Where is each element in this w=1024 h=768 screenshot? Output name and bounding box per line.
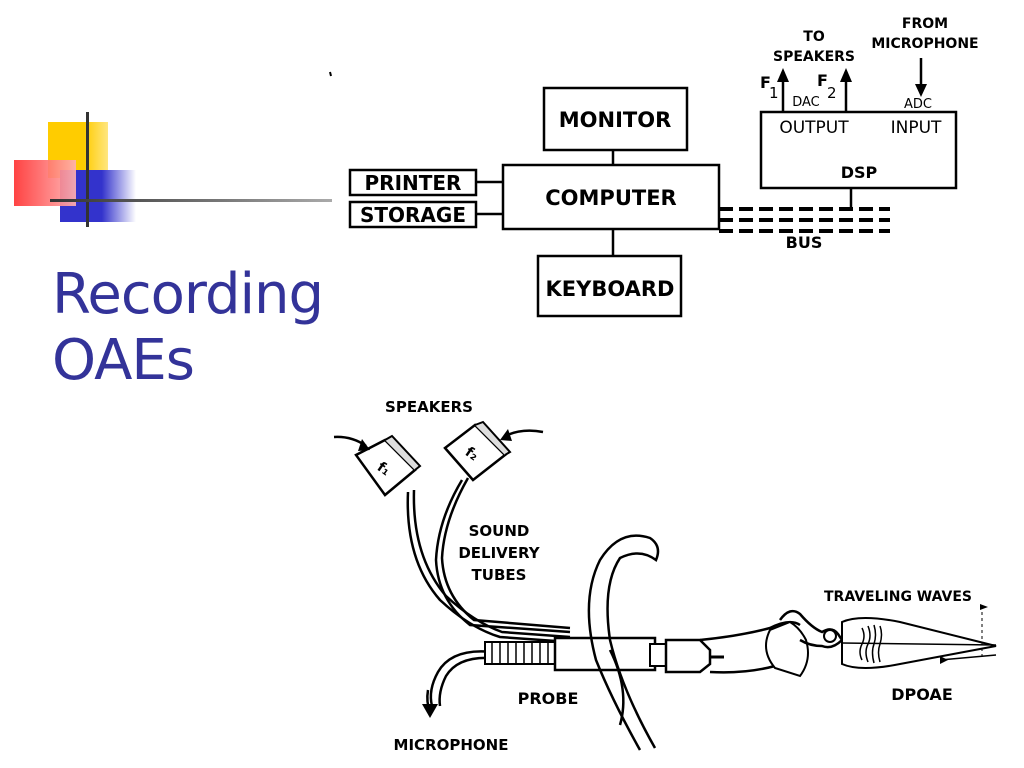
storage-label: STORAGE bbox=[360, 203, 466, 227]
bus-lines bbox=[719, 207, 890, 233]
printer-box bbox=[348, 168, 478, 197]
from-mic-arrow bbox=[915, 58, 927, 97]
output-label: OUTPUT bbox=[779, 118, 849, 138]
f2-arrow bbox=[840, 68, 852, 112]
dsp-label: DSP bbox=[841, 163, 878, 182]
ear-outline bbox=[587, 534, 660, 751]
speaker-f2 bbox=[443, 420, 544, 482]
tubes-label-line1: SOUND bbox=[469, 522, 530, 540]
to-speakers-line1: TO bbox=[803, 29, 825, 45]
speakers-label: SPEAKERS bbox=[385, 398, 473, 416]
tubes-label-line3: TUBES bbox=[472, 566, 527, 584]
input-label: INPUT bbox=[891, 118, 942, 138]
probe-assembly bbox=[484, 636, 724, 674]
title-line-1: Recording bbox=[52, 262, 324, 327]
printer-label: PRINTER bbox=[365, 171, 462, 195]
computer-label: COMPUTER bbox=[545, 186, 676, 210]
dac-label: DAC bbox=[792, 95, 820, 110]
probe-label: PROBE bbox=[518, 689, 579, 708]
dsp-box bbox=[759, 110, 958, 190]
title-line-2: OAEs bbox=[52, 328, 195, 393]
monitor-label: MONITOR bbox=[559, 108, 672, 132]
keyboard-label: KEYBOARD bbox=[546, 277, 675, 301]
monitor-box bbox=[542, 86, 689, 152]
microphone-lead bbox=[422, 650, 493, 718]
tubes-label-line2: DELIVERY bbox=[458, 544, 540, 562]
from-mic-line1: FROM bbox=[902, 16, 948, 32]
speaker-f1 bbox=[333, 434, 422, 497]
f2-subscript: 2 bbox=[827, 84, 837, 102]
keyboard-box bbox=[536, 254, 683, 318]
cochlea-cone bbox=[841, 604, 997, 669]
bus-label: BUS bbox=[786, 233, 823, 252]
storage-box bbox=[348, 200, 478, 229]
ear-canal bbox=[699, 609, 844, 678]
to-speakers-line2: SPEAKERS bbox=[773, 49, 855, 65]
f1-subscript: 1 bbox=[769, 84, 779, 102]
traveling-waves-label: TRAVELING WAVES bbox=[824, 589, 972, 605]
microphone-label: MICROPHONE bbox=[394, 736, 509, 754]
adc-label: ADC bbox=[904, 97, 932, 112]
dpoae-label: DPOAE bbox=[891, 685, 953, 704]
from-mic-line2: MICROPHONE bbox=[871, 36, 978, 52]
sound-delivery-tubes bbox=[406, 477, 571, 644]
stray-mark bbox=[329, 71, 332, 77]
decor-red-square bbox=[14, 160, 76, 206]
slide-title: Recording OAEs bbox=[52, 262, 342, 394]
f2-letter: F bbox=[817, 71, 828, 90]
decor-vertical-line bbox=[86, 112, 89, 227]
computer-box bbox=[501, 163, 721, 231]
f1-arrow bbox=[777, 68, 789, 112]
decor-horizontal-line bbox=[50, 199, 332, 202]
f1-letter: F bbox=[760, 73, 771, 92]
